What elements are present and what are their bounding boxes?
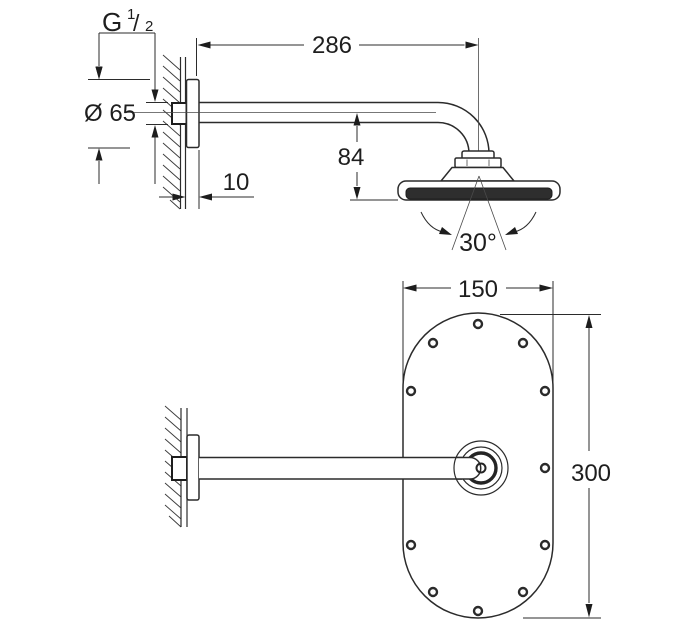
- label-faceplate-height: 300: [571, 460, 611, 487]
- screw-dot: [539, 539, 551, 551]
- screw-dot: [539, 385, 551, 397]
- dim-thread-size: G 1 / 2: [95, 6, 168, 184]
- spray-cone-left: [451, 175, 480, 251]
- screw-dot: [517, 586, 529, 598]
- arrowhead-right: [539, 284, 553, 292]
- faceplate-screws: [405, 318, 551, 617]
- arrowhead-left-arc: [439, 227, 452, 235]
- side-view: 286 G 1 / 2 Ø 65: [84, 6, 561, 257]
- thread-fitting-front: [171, 456, 188, 481]
- dim-escutcheon-depth: 10: [159, 150, 254, 209]
- screw-dot: [472, 605, 484, 617]
- arm-inner-edge: [199, 121, 470, 154]
- dim-swivel-angle: 30°: [420, 175, 537, 257]
- arrowhead-right-arc: [505, 227, 518, 235]
- escutcheon-side: [185, 78, 200, 149]
- spray-cone-right: [478, 175, 507, 251]
- dim-faceplate-height: 300: [500, 314, 611, 619]
- arrowhead-left: [197, 41, 211, 49]
- label-thread-numerator: 1: [127, 6, 135, 23]
- arrowhead-down: [151, 89, 159, 102]
- label-head-drop: 84: [338, 144, 365, 171]
- arrowhead-left: [403, 284, 417, 292]
- escutcheon-front: [186, 434, 200, 501]
- screw-dot: [539, 462, 551, 474]
- arrowhead-up: [585, 315, 593, 328]
- dim-faceplate-width: 150: [402, 276, 554, 390]
- hub-outer-ring: [453, 440, 509, 496]
- thread-fitting-side: [171, 102, 188, 125]
- screw-dot: [517, 337, 529, 349]
- hub-center: [475, 462, 487, 474]
- label-faceplate-width: 150: [458, 276, 498, 303]
- arrowhead-left: [199, 193, 212, 201]
- screw-dot: [427, 337, 439, 349]
- arm-end-cap: [457, 456, 482, 480]
- shower-head-side: [397, 150, 561, 201]
- shower-arm-side: [126, 101, 490, 154]
- screw-dot: [405, 539, 417, 551]
- dim-escutcheon-diameter: Ø 65: [84, 67, 150, 161]
- dim-head-drop: 84: [338, 113, 398, 201]
- screw-dot: [427, 586, 439, 598]
- label-thread-letter: G: [102, 7, 122, 37]
- arrowhead-right: [172, 193, 186, 201]
- arrowhead-up: [151, 125, 159, 138]
- screw-dot: [472, 318, 484, 330]
- arrowhead-up: [353, 113, 361, 126]
- arrowhead-down: [585, 604, 593, 618]
- label-thread-slash: /: [133, 10, 140, 36]
- swivel-nut: [454, 157, 502, 169]
- arrowhead-up: [95, 148, 103, 161]
- spray-nozzle-band: [405, 187, 553, 200]
- leader-tails: [98, 137, 156, 184]
- label-arm-length: 286: [312, 32, 352, 59]
- label-escutcheon-depth: 10: [223, 169, 250, 196]
- arrowhead-right: [465, 41, 479, 49]
- screw-dot: [405, 385, 417, 397]
- front-view: 150 300: [164, 276, 611, 619]
- label-swivel-angle: 30°: [459, 229, 497, 257]
- arrowhead-down: [95, 67, 103, 80]
- arrowhead-down: [353, 187, 361, 200]
- dim-arm-length: 286: [196, 32, 479, 76]
- arm-body-mask: [199, 458, 455, 479]
- arm-outer-edge: [199, 101, 490, 154]
- ball-joint-hub: [453, 440, 509, 496]
- label-escutcheon-diameter: Ø 65: [84, 100, 136, 127]
- shower-arm-front: [199, 456, 462, 480]
- label-thread-denominator: 2: [145, 18, 153, 35]
- leader-bracket: [98, 32, 156, 90]
